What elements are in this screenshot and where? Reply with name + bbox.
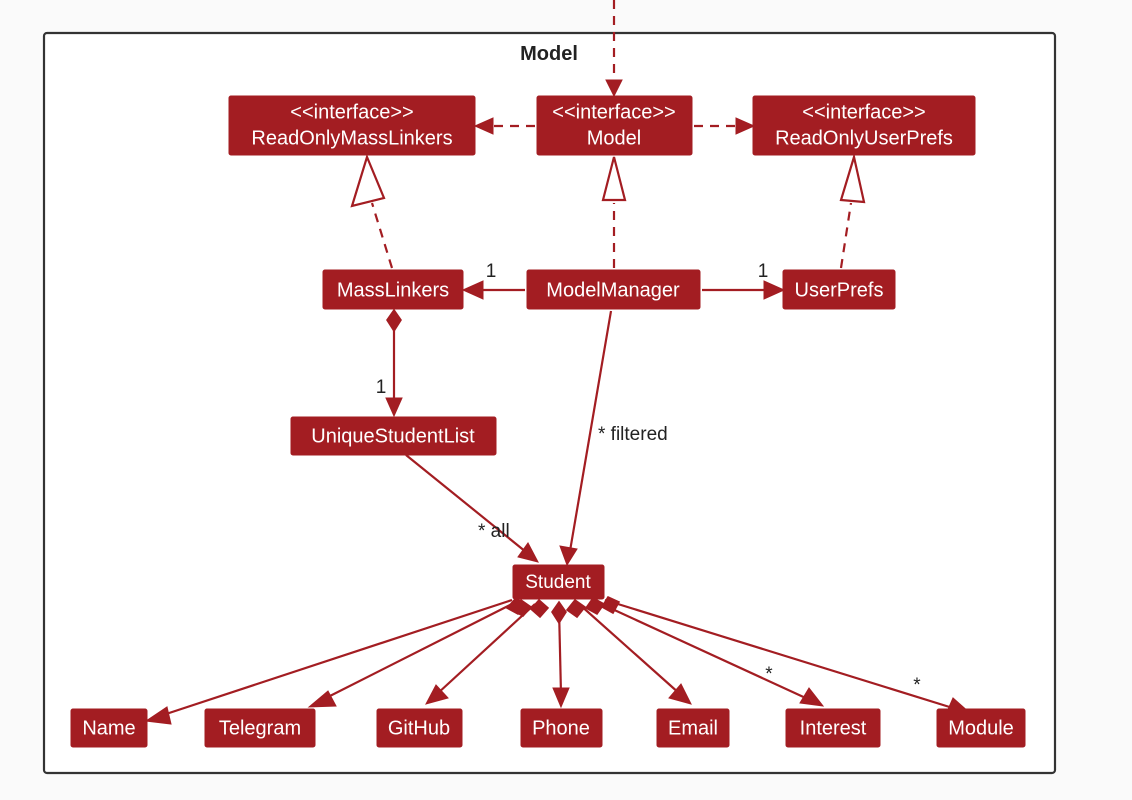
class-name-github: GitHub [388, 717, 450, 739]
class-box-model[interactable]: <<interface>> Model [536, 95, 693, 156]
class-name-telegram: Telegram [219, 717, 301, 739]
class-box-interest[interactable]: Interest [785, 708, 881, 748]
class-name-modelmanager: ModelManager [546, 279, 680, 301]
class-box-email[interactable]: Email [656, 708, 730, 748]
class-box-userprefs[interactable]: UserPrefs [782, 269, 896, 310]
class-name-userprefs: UserPrefs [795, 279, 884, 301]
edge-external-to-model [605, 0, 623, 98]
multiplicity-label-interest: * [765, 664, 773, 685]
class-box-readonlymasslinkers[interactable]: <<interface>> ReadOnlyMassLinkers [228, 95, 476, 156]
multiplicity-label-module: * [913, 675, 921, 696]
edge-student-composes-phone [551, 600, 570, 709]
edge-modelmanager-to-student [559, 310, 613, 567]
class-name-uniquestudentlist: UniqueStudentList [311, 425, 475, 447]
multiplicity-label-uniquestudentlist: 1 [376, 377, 387, 398]
class-name-readonlymasslinkers: ReadOnlyMassLinkers [251, 127, 452, 149]
class-box-readonlyuserprefs[interactable]: <<interface>> ReadOnlyUserPrefs [752, 95, 976, 156]
class-stereotype-model: <<interface>> [552, 101, 675, 123]
edge-student-composes-email [565, 598, 692, 705]
edge-uniquestudentlist-to-student [405, 454, 539, 563]
edge-student-composes-github [425, 598, 550, 705]
class-box-modelmanager[interactable]: ModelManager [526, 269, 701, 310]
edge-student-composes-telegram [307, 598, 533, 708]
edge-masslinkers-realizes-readonlymasslinkers [350, 153, 394, 269]
class-stereotype-readonlyuserprefs: <<interface>> [802, 101, 925, 123]
class-name-module: Module [948, 717, 1014, 739]
edge-modelmanager-to-userprefs [702, 280, 786, 300]
edge-model-to-readonlyuserprefs [694, 117, 756, 135]
edge-label-all: * all [478, 521, 510, 542]
class-box-name[interactable]: Name [70, 708, 148, 748]
edge-model-to-readonlymasslinkers [473, 117, 535, 135]
class-name-phone: Phone [532, 717, 590, 739]
edge-userprefs-realizes-readonlyuserprefs [839, 152, 866, 269]
class-box-github[interactable]: GitHub [376, 708, 463, 748]
edge-label-filtered: * filtered [598, 424, 668, 445]
class-name-email: Email [668, 717, 718, 739]
class-name-readonlyuserprefs: ReadOnlyUserPrefs [775, 127, 953, 149]
class-box-uniquestudentlist[interactable]: UniqueStudentList [290, 416, 497, 456]
edge-masslinkers-composes-uniquestudentlist [385, 308, 403, 418]
class-stereotype-readonlymasslinkers: <<interface>> [290, 101, 413, 123]
class-name-masslinkers: MassLinkers [337, 279, 449, 301]
class-box-module[interactable]: Module [936, 708, 1026, 748]
class-name-model: Model [587, 127, 641, 149]
multiplicity-label-masslinkers: 1 [486, 261, 497, 282]
package-frame-model [42, 31, 1057, 775]
edge-modelmanager-realizes-model [601, 156, 627, 268]
class-name-name: Name [82, 717, 135, 739]
class-name-interest: Interest [800, 717, 867, 739]
edge-student-composes-interest [584, 596, 825, 707]
class-name-student: Student [525, 572, 591, 593]
class-box-student[interactable]: Student [512, 564, 605, 600]
class-box-masslinkers[interactable]: MassLinkers [322, 269, 464, 310]
multiplicity-label-userprefs: 1 [758, 261, 769, 282]
class-box-phone[interactable]: Phone [520, 708, 603, 748]
edge-modelmanager-to-masslinkers [461, 280, 525, 300]
class-box-telegram[interactable]: Telegram [204, 708, 316, 748]
package-title: Model [520, 43, 578, 65]
